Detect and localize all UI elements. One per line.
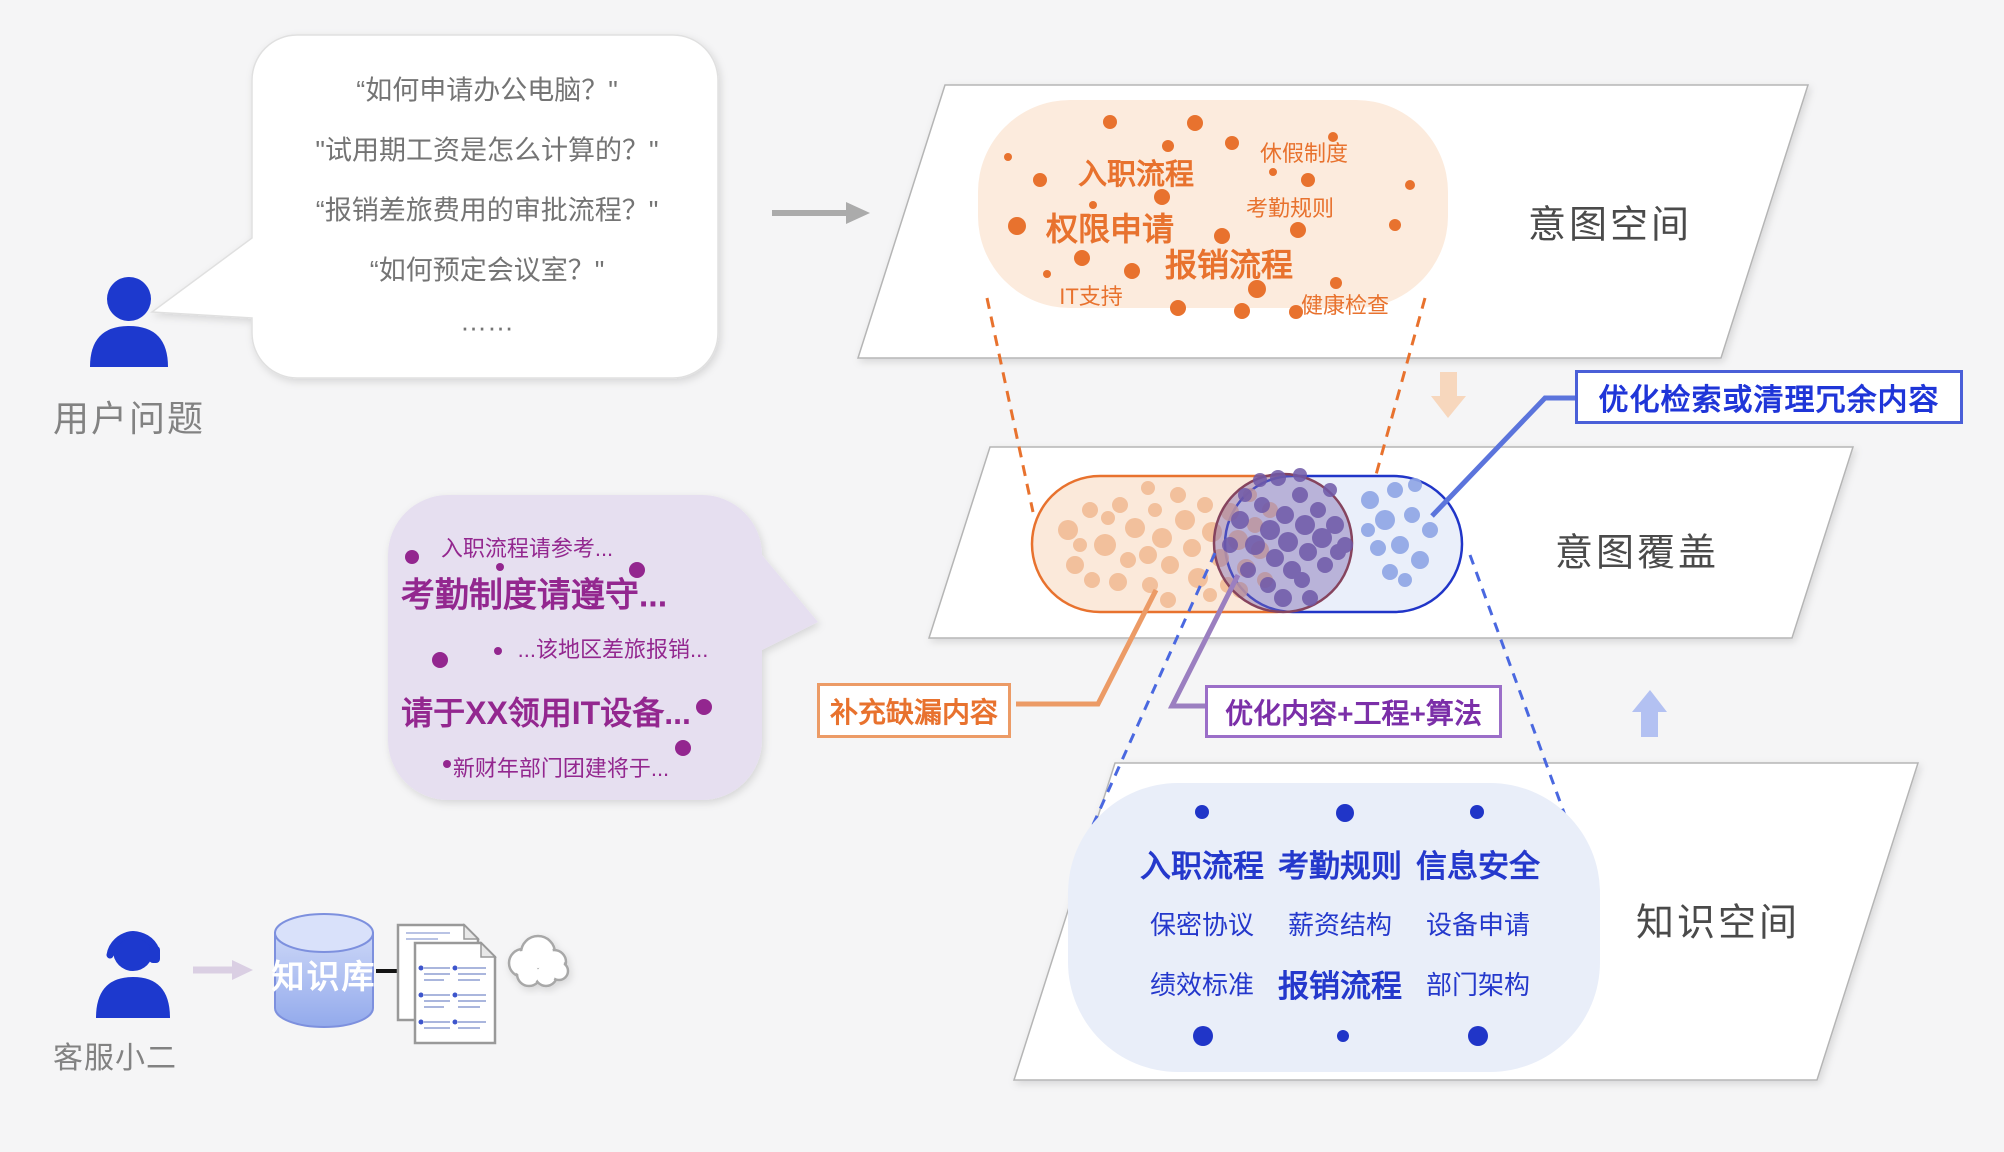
agent-label: 客服小二 (53, 1042, 177, 1075)
coverage-venn (1030, 468, 1464, 614)
knowledge-db-icon (274, 913, 374, 1028)
callout-optimize-retrieval: 优化检索或清理冗余内容 (1575, 370, 1963, 424)
user-bubble (149, 34, 719, 379)
callout-optimize-retrieval-label: 优化检索或清理冗余内容 (1598, 384, 1940, 417)
intent-cluster-blob (978, 100, 1448, 319)
intent-topic-it-support: IT支持 (1059, 284, 1123, 309)
user-question-4: “如何预定会议室？" (369, 255, 605, 286)
knowledge-blob (1068, 783, 1600, 1072)
answer-line-4: 请于XX领用IT设备... (401, 695, 691, 731)
knowledge-topic-security: 信息安全 (1416, 848, 1540, 884)
answer-bubble-dots (405, 550, 712, 768)
knowledge-topic-nda: 保密协议 (1149, 909, 1254, 940)
intent-space-title: 意图空间 (1527, 204, 1693, 247)
user-icon (90, 277, 168, 367)
answer-line-5: 新财年部门团建将于... (452, 756, 670, 781)
agent-to-db-arrow-icon (193, 960, 253, 980)
user-label: 用户问题 (52, 398, 206, 439)
intent-topic-onboarding: 入职流程 (1077, 159, 1195, 191)
answer-bubble (388, 495, 818, 800)
intent-topic-attendance: 考勤规则 (1245, 196, 1335, 221)
up-arrow-icon (1632, 690, 1667, 737)
callout-supplement-missing: 补充缺漏内容 (817, 683, 1011, 738)
user-question-more: …… (460, 306, 514, 337)
answer-line-3: ...该地区差旅报销... (517, 637, 709, 662)
answer-line-2: 考勤制度请遵守... (400, 576, 668, 615)
knowledge-topic-performance: 绩效标准 (1149, 969, 1254, 1000)
knowledge-topic-orgchart: 部门架构 (1425, 969, 1530, 1000)
intent-dots (1058, 481, 1278, 608)
knowledge-dots (1361, 478, 1438, 587)
documents-icon (396, 923, 497, 1045)
supplement-connector (1016, 588, 1159, 707)
intent-funnel-dashes (985, 297, 1427, 513)
knowledge-topic-reimbursement: 报销流程 (1278, 968, 1402, 1004)
knowledge-db-label: 知识库 (271, 958, 377, 995)
user-question-3: “报销差旅费用的审批流程？" (315, 195, 659, 226)
coverage-title: 意图覆盖 (1554, 532, 1720, 575)
intent-topic-permission: 权限申请 (1045, 211, 1175, 247)
knowledge-topic-grid: 入职流程 考勤规则 信息安全 保密协议 薪资结构 设备申请 绩效标准 报销流程 … (1133, 833, 1547, 1013)
knowledge-topic-equipment: 设备申请 (1425, 909, 1530, 940)
knowledge-space-title: 知识空间 (1635, 902, 1801, 945)
callout-optimize-content: 优化内容+工程+算法 (1205, 685, 1502, 738)
answer-line-1: 入职流程请参考... (440, 536, 614, 561)
intent-topic-reimbursement: 报销流程 (1164, 247, 1294, 283)
knowledge-funnel-dashes (1077, 552, 1584, 863)
user-question-2: "试用期工资是怎么计算的？" (315, 135, 659, 166)
flow-arrow-icon (772, 202, 870, 224)
optimize-connector (1167, 573, 1241, 709)
callout-supplement-missing-label: 补充缺漏内容 (829, 696, 998, 728)
agent-headset-icon (96, 931, 170, 1018)
cloud-icon (507, 934, 570, 988)
intent-topic-vacation: 休假制度 (1259, 141, 1349, 166)
down-arrow-icon (1431, 372, 1466, 418)
knowledge-topic-onboarding: 入职流程 (1140, 848, 1264, 884)
knowledge-topic-salary: 薪资结构 (1287, 909, 1392, 940)
knowledge-topic-attendance: 考勤规则 (1278, 848, 1402, 884)
retrieval-connector (1430, 395, 1583, 518)
intent-topic-health-check: 健康检查 (1300, 293, 1390, 318)
user-question-1: “如何申请办公电脑？" (356, 75, 618, 106)
overlap-dots (1222, 468, 1353, 607)
callout-optimize-content-label: 优化内容+工程+算法 (1225, 697, 1482, 729)
